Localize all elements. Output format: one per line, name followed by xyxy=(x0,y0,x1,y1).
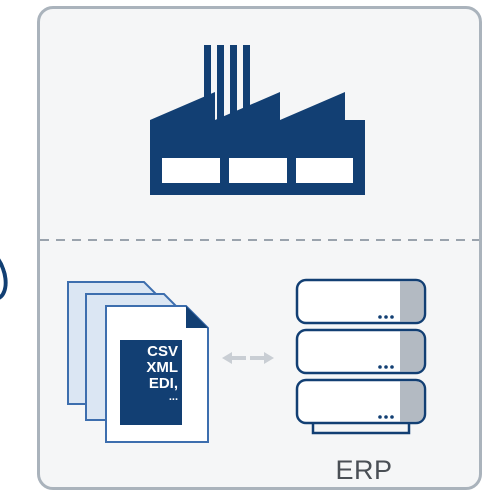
server-base xyxy=(311,423,411,435)
document-format-list: CSV XML EDI, ... xyxy=(128,343,178,403)
document-format-box xyxy=(120,340,182,425)
format-csv: CSV xyxy=(147,343,178,360)
server-unit xyxy=(295,378,427,425)
sync-arrows-icon xyxy=(222,352,274,364)
server-unit xyxy=(295,278,427,325)
document-fold xyxy=(186,306,208,328)
factory-icon xyxy=(150,45,365,195)
document-stack-icon xyxy=(67,281,209,443)
format-edi: EDI, xyxy=(148,375,178,392)
server-unit xyxy=(295,328,427,375)
format-more: ... xyxy=(168,391,178,403)
erp-label: ERP xyxy=(335,455,393,485)
server-stack-icon xyxy=(295,278,427,435)
format-xml: XML xyxy=(146,359,178,376)
